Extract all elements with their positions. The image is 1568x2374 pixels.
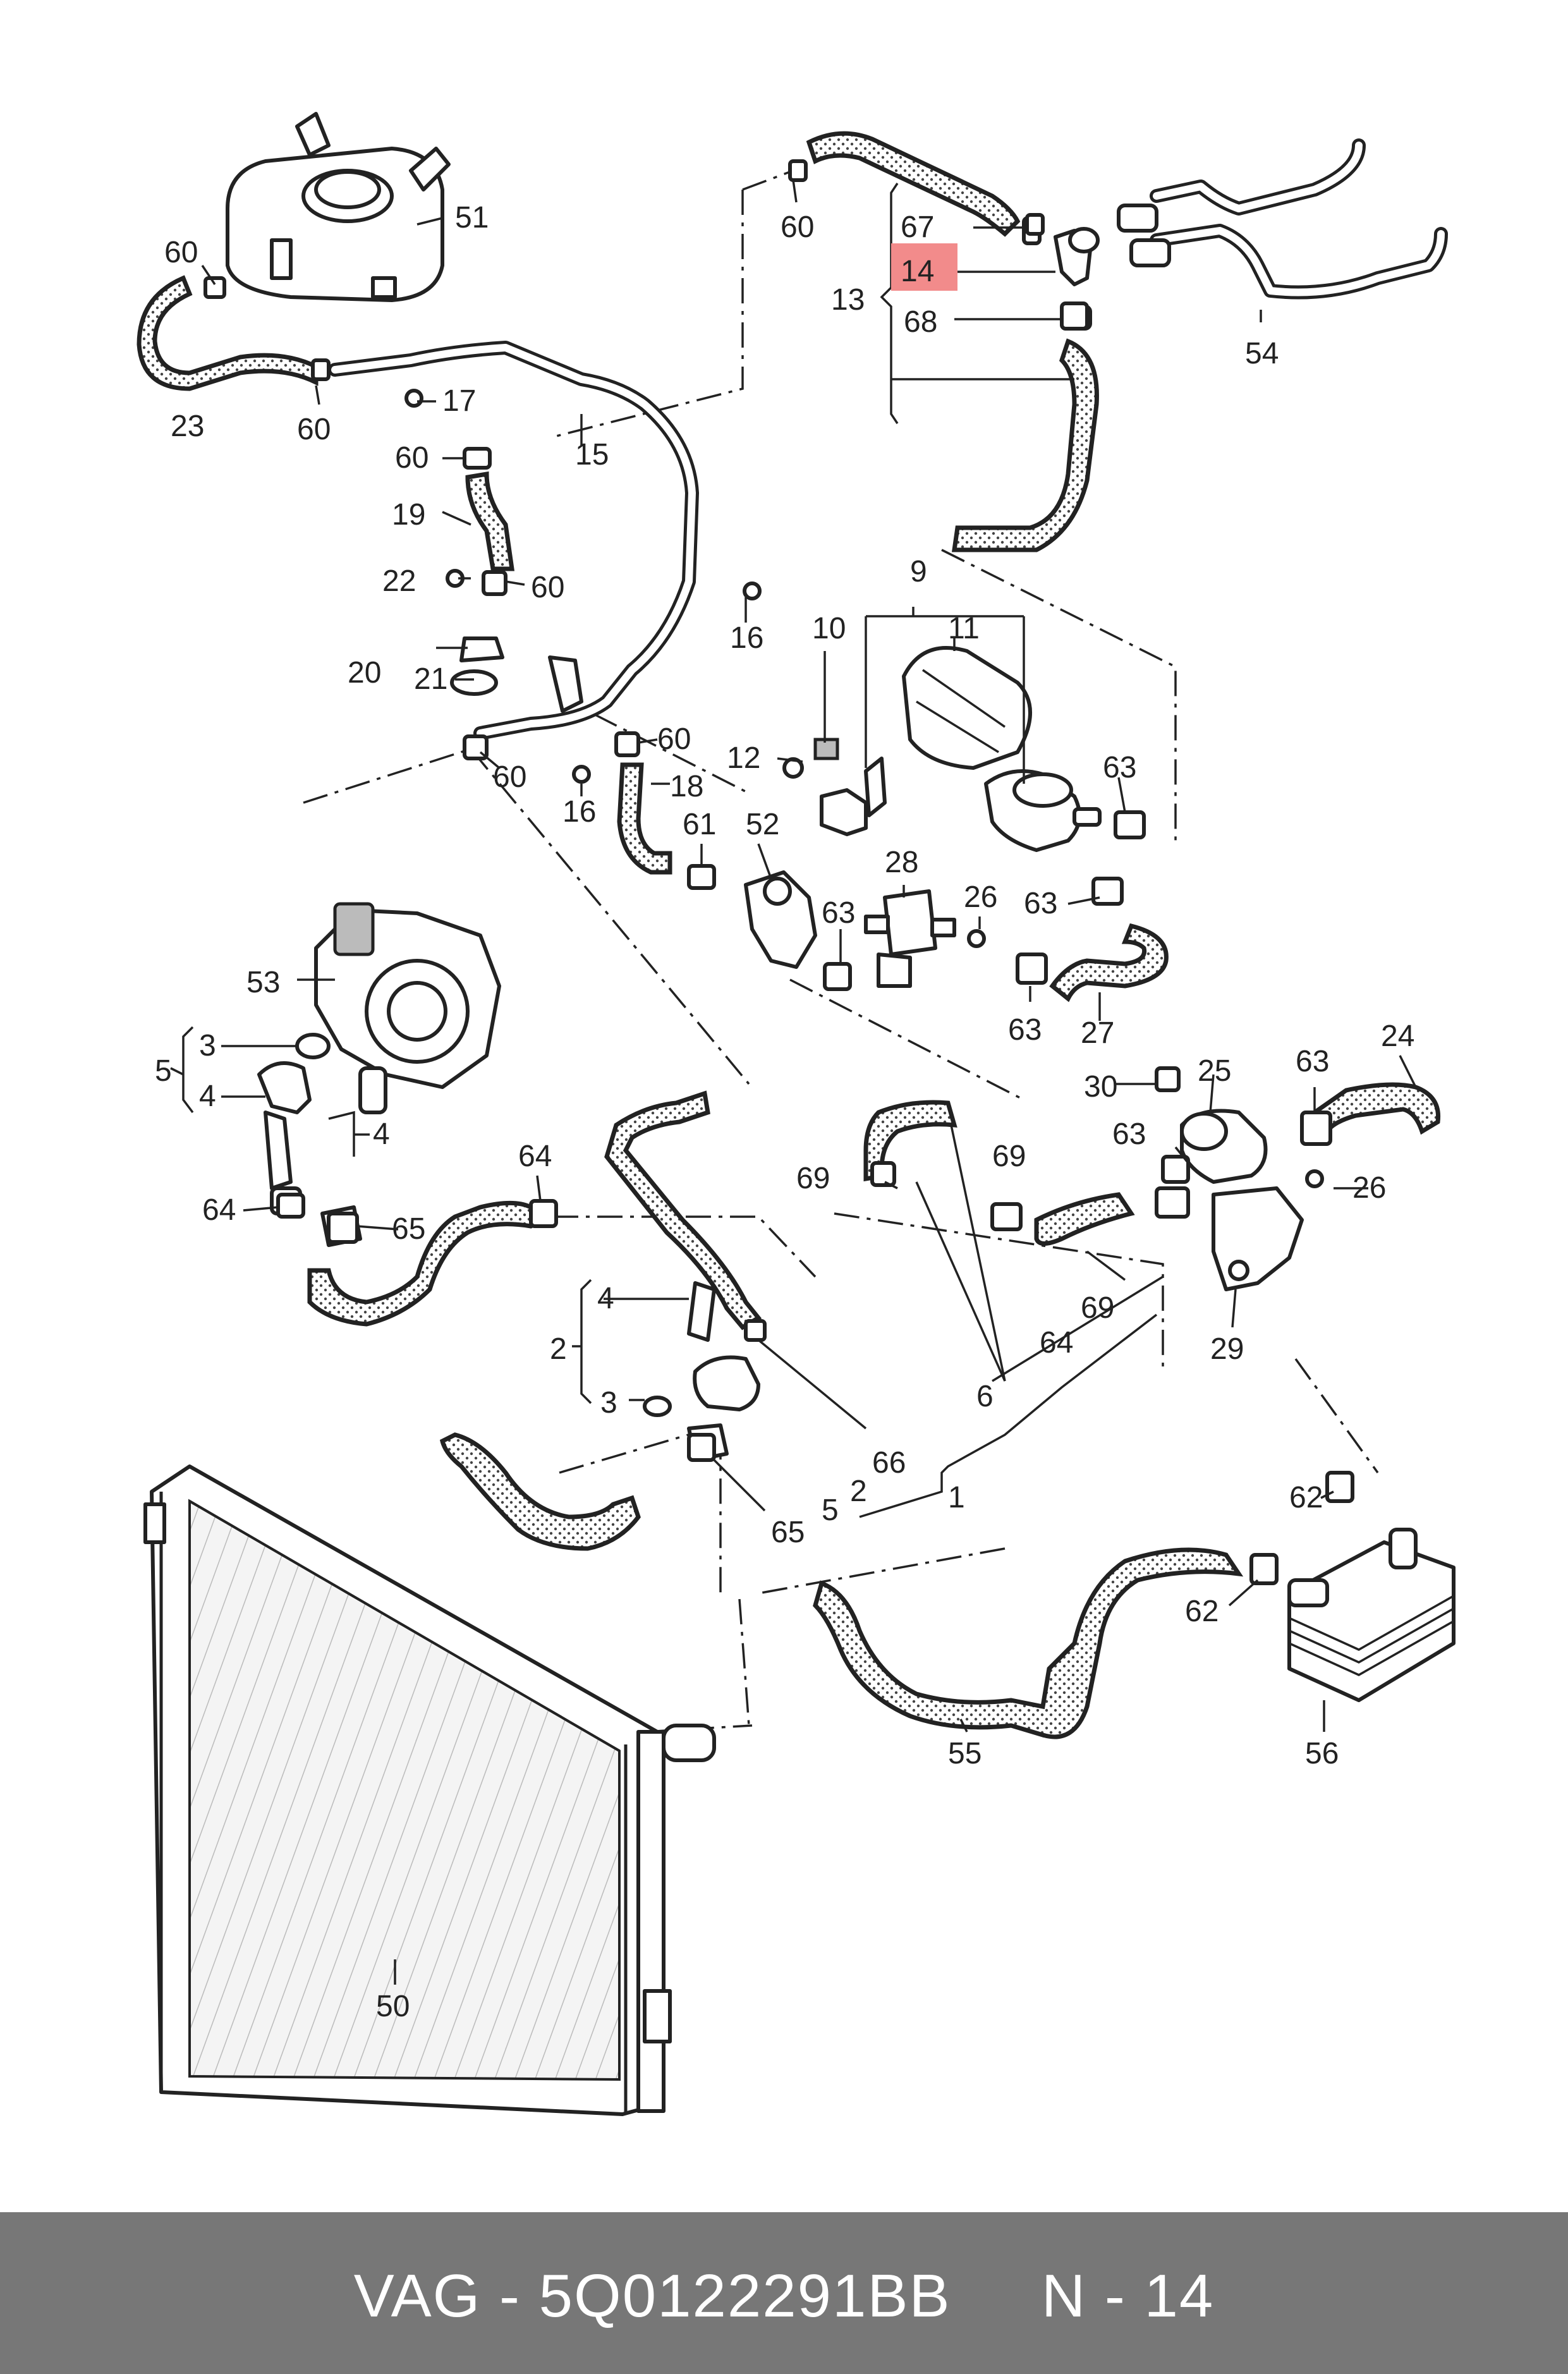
label-66: 66 — [872, 1446, 906, 1480]
label-9: 9 — [910, 555, 927, 588]
label-60c: 60 — [395, 441, 428, 475]
label-26a: 26 — [964, 880, 997, 914]
label-12: 12 — [727, 741, 760, 775]
label-69c: 69 — [1081, 1291, 1114, 1325]
label-64a: 64 — [518, 1140, 552, 1173]
label-64c: 64 — [1040, 1326, 1073, 1360]
label-63a: 63 — [1103, 751, 1136, 784]
label-25: 25 — [1198, 1054, 1231, 1088]
label-27: 27 — [1081, 1016, 1114, 1050]
label-67: 67 — [901, 210, 934, 244]
cover-11 — [902, 646, 1032, 770]
label-5a: 5 — [155, 1054, 172, 1088]
expansion-tank — [226, 112, 451, 302]
label-1: 1 — [948, 1481, 965, 1514]
label-53: 53 — [246, 966, 280, 999]
bracket-29 — [1212, 1186, 1304, 1291]
label-30: 30 — [1084, 1070, 1117, 1104]
label-63d: 63 — [1008, 1013, 1042, 1047]
label-16b: 16 — [562, 795, 596, 829]
label-23: 23 — [171, 410, 204, 443]
label-2b: 2 — [850, 1475, 867, 1508]
label-68: 68 — [904, 305, 937, 339]
label-54: 54 — [1245, 337, 1279, 370]
label-60a: 60 — [164, 236, 198, 269]
label-29: 29 — [1210, 1332, 1244, 1366]
label-63b: 63 — [1024, 887, 1057, 920]
label-65b: 65 — [771, 1516, 805, 1549]
label-19: 19 — [392, 498, 425, 532]
label-3b: 3 — [600, 1386, 617, 1420]
leader-lines — [170, 180, 1417, 1985]
label-3a: 3 — [199, 1029, 216, 1062]
label-15: 15 — [575, 438, 609, 472]
label-64b: 64 — [202, 1193, 236, 1227]
label-62b: 62 — [1185, 1595, 1219, 1628]
label-28: 28 — [885, 846, 918, 879]
oil-cooler-56 — [1287, 1528, 1456, 1702]
label-65a: 65 — [392, 1212, 425, 1246]
label-63e: 63 — [1296, 1045, 1329, 1078]
pipe-15 — [328, 341, 699, 740]
label-18: 18 — [670, 770, 703, 803]
label-17: 17 — [442, 384, 476, 418]
label-63f: 63 — [1112, 1117, 1146, 1151]
label-21: 21 — [414, 662, 447, 696]
pump-53 — [314, 902, 501, 1114]
label-22: 22 — [382, 564, 416, 598]
label-4b: 4 — [373, 1117, 390, 1151]
label-4c: 4 — [597, 1282, 614, 1315]
label-60g: 60 — [781, 210, 814, 244]
label-62a: 62 — [1289, 1481, 1323, 1514]
label-26b: 26 — [1352, 1171, 1386, 1205]
label-10: 10 — [812, 612, 846, 645]
pump-25 — [1161, 1109, 1268, 1184]
label-60f: 60 — [493, 760, 526, 794]
label-60b: 60 — [297, 413, 331, 446]
label-55: 55 — [948, 1737, 982, 1770]
label-16a: 16 — [730, 621, 763, 655]
label-20: 20 — [348, 656, 381, 690]
pipe-54 — [1117, 138, 1448, 300]
label-14: 14 — [901, 255, 934, 288]
label-60e: 60 — [657, 722, 691, 756]
label-60d: 60 — [531, 571, 564, 604]
valve-28 — [864, 889, 956, 988]
label-69a: 69 — [796, 1162, 830, 1195]
label-5b: 5 — [822, 1494, 839, 1527]
label-13: 13 — [831, 283, 865, 317]
part-number-caption: VAG - 5Q0122291BB N - 14 — [353, 2262, 1215, 2330]
thermostat-2 — [643, 1281, 760, 1462]
label-56: 56 — [1305, 1737, 1339, 1770]
radiator — [143, 1464, 716, 2116]
pump-9 — [984, 769, 1102, 852]
label-52: 52 — [746, 808, 779, 841]
label-6: 6 — [976, 1380, 994, 1413]
label-4a: 4 — [199, 1080, 216, 1113]
bracket-10 — [813, 738, 887, 836]
label-51: 51 — [455, 201, 489, 234]
label-24: 24 — [1381, 1020, 1414, 1053]
label-63c: 63 — [822, 896, 855, 930]
callout-labels: 51 60 23 60 17 15 60 19 22 60 16 20 21 6… — [155, 201, 1414, 2023]
label-61: 61 — [683, 808, 716, 841]
label-11: 11 — [948, 612, 980, 645]
label-2a: 2 — [550, 1332, 567, 1366]
label-50: 50 — [376, 1990, 410, 2023]
hoses — [137, 131, 1441, 1739]
label-14-highlight — [891, 243, 957, 291]
sensor-52 — [744, 870, 817, 969]
parts-diagram: 51 60 23 60 17 15 60 19 22 60 16 20 21 6… — [137, 112, 1456, 2116]
label-69b: 69 — [992, 1140, 1026, 1173]
footer-bar: VAG - 5Q0122291BB N - 14 — [0, 2212, 1568, 2374]
